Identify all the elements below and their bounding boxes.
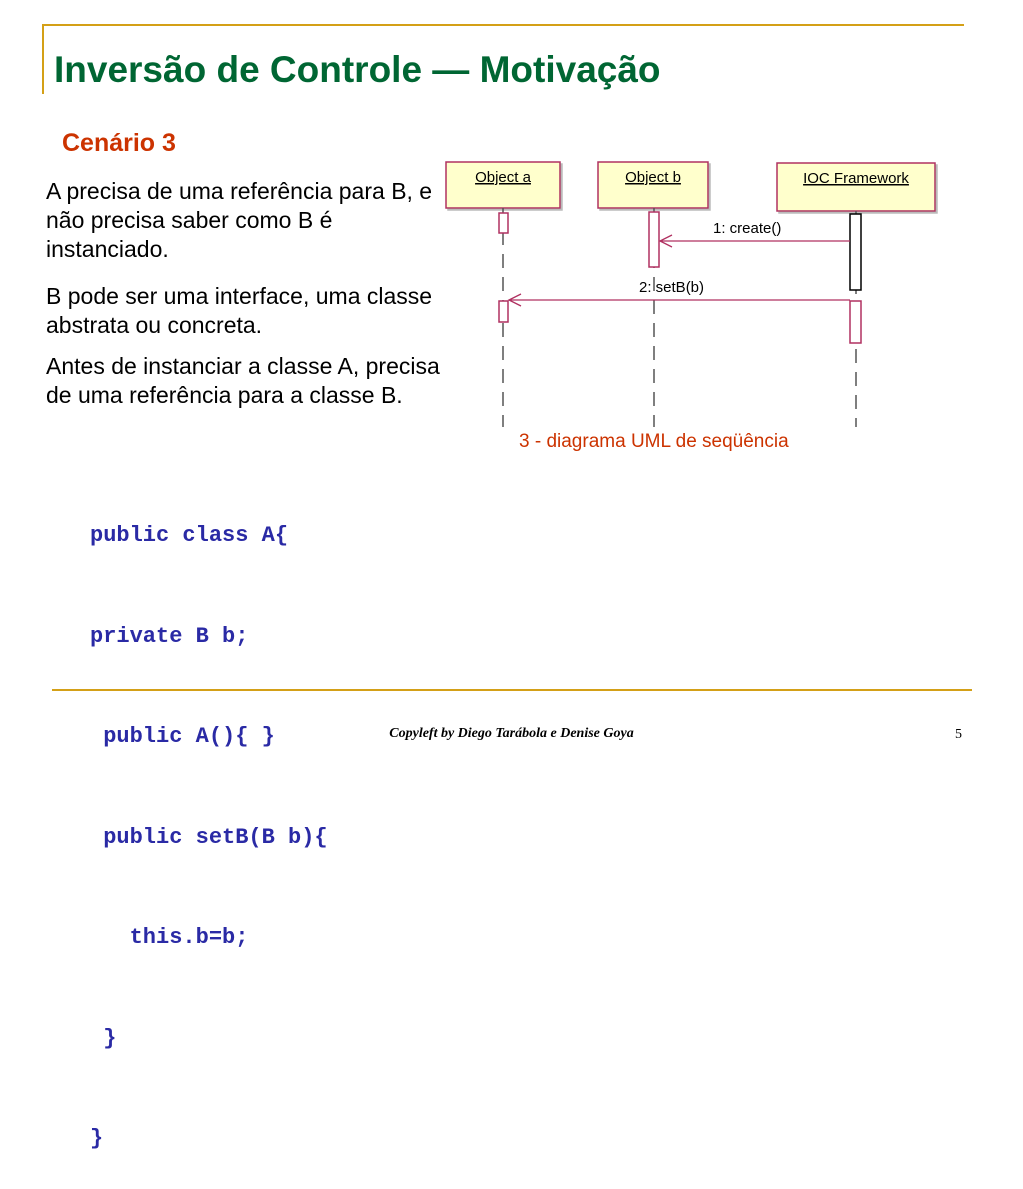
code-line: public setB(B b){ bbox=[90, 824, 328, 850]
frame-left-line bbox=[42, 24, 44, 94]
scenario-heading: Cenário 3 bbox=[62, 129, 176, 157]
code-line: private B b; bbox=[90, 623, 249, 649]
ioc-framework-box: IOC Framework bbox=[776, 162, 936, 212]
activation-object-b bbox=[648, 211, 660, 268]
message-setb-arrow bbox=[507, 293, 850, 307]
activation-object-a-2 bbox=[498, 300, 509, 323]
frame-top-line bbox=[42, 24, 964, 26]
message-setb-label: 2: setB(b) bbox=[639, 279, 704, 296]
paragraph-1: A precisa de uma referência para B, e nã… bbox=[46, 178, 433, 262]
activation-ioc-framework-1 bbox=[849, 213, 862, 291]
frame-bottom-line bbox=[52, 689, 972, 691]
ioc-framework-label: IOC Framework bbox=[803, 170, 909, 187]
page-number: 5 bbox=[955, 727, 962, 742]
code-line: } bbox=[90, 1025, 117, 1051]
object-b-box: Object b bbox=[597, 161, 709, 209]
footer-credit: Copyleft by Diego Tarábola e Denise Goya bbox=[389, 726, 634, 741]
object-b-label: Object b bbox=[625, 169, 681, 186]
activation-object-a-1 bbox=[498, 212, 509, 234]
uml-sequence-diagram: Object a Object b IOC Framework 1: creat… bbox=[445, 161, 936, 427]
code-block: public class A{ private B b; public A(){… bbox=[90, 452, 328, 1189]
diagram-caption: 3 - diagrama UML de seqüência bbox=[519, 431, 789, 452]
paragraph-3: Antes de instanciar a classe A, precisa … bbox=[46, 353, 440, 408]
message-create-arrow bbox=[658, 234, 850, 248]
object-a-box: Object a bbox=[445, 161, 561, 209]
paragraph-2: B pode ser uma interface, uma classe abs… bbox=[46, 283, 433, 338]
object-a-label: Object a bbox=[475, 169, 532, 186]
slide-title: Inversão de Controle — Motivação bbox=[54, 49, 661, 90]
message-create-label: 1: create() bbox=[713, 220, 781, 237]
activation-ioc-framework-2 bbox=[849, 300, 862, 344]
code-line: public A(){ } bbox=[90, 724, 275, 749]
code-line: public class A{ bbox=[90, 523, 289, 548]
code-line: this.b=b; bbox=[90, 925, 249, 950]
code-line: } bbox=[90, 1126, 104, 1151]
